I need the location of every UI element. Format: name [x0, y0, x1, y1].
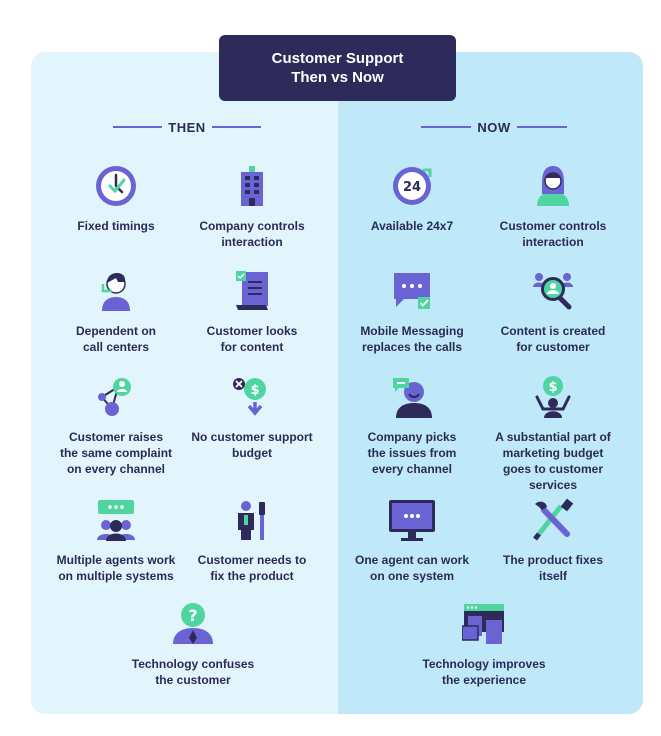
then-item-same-complaint: Customer raises the same complaint on ev… — [41, 375, 191, 477]
call-agent-icon — [101, 273, 130, 311]
item-label: The product fixes itself — [502, 553, 603, 583]
now-item-company-picks: Company picks the issues from every chan… — [337, 375, 487, 477]
svg-text:24: 24 — [403, 180, 421, 195]
chat-bubble-icon — [394, 273, 430, 309]
title-box: Customer Support Then vs Now — [219, 35, 456, 101]
then-item-no-budget: $ No customer support budget — [177, 375, 327, 461]
then-item-call-centers: Dependent on call centers — [41, 269, 191, 355]
now-item-mobile-messaging: Mobile Messaging replaces the calls — [337, 269, 487, 355]
item-label: Customer needs to fix the product — [197, 553, 307, 583]
title-line-2: Then vs Now — [291, 69, 384, 86]
divider-line — [421, 126, 472, 128]
item-label: A substantial part of marketing budget g… — [495, 430, 611, 492]
then-heading: THEN — [107, 118, 267, 136]
person-tool-icon — [238, 501, 265, 540]
clock-icon — [96, 166, 136, 206]
divider-line — [211, 126, 261, 128]
monitor-icon — [389, 500, 435, 541]
now-panel — [338, 52, 643, 714]
now-heading: NOW — [414, 118, 574, 136]
now-item-product-fixes: The product fixes itself — [478, 498, 628, 584]
item-label: No customer support budget — [191, 430, 313, 460]
item-label: Customer raises the same complaint on ev… — [59, 430, 173, 476]
wrench-screwdriver-icon — [533, 498, 574, 541]
question-person-icon: ? — [173, 603, 213, 644]
item-label: Fixed timings — [77, 219, 155, 233]
then-item-fix-product: Customer needs to fix the product — [177, 498, 327, 584]
then-item-company-controls: Company controls interaction — [177, 164, 327, 250]
search-people-icon — [533, 273, 573, 310]
svg-text:?: ? — [188, 606, 197, 625]
document-scroll-icon — [236, 271, 268, 310]
svg-text:$: $ — [548, 380, 557, 395]
clock-24-icon: 24 — [393, 167, 432, 205]
item-label: Customer controls interaction — [499, 219, 607, 249]
divider-line — [113, 126, 163, 128]
item-label: Technology improves the experience — [422, 657, 546, 687]
now-item-content-created: Content is created for customer — [478, 269, 628, 355]
item-label: Company picks the issues from every chan… — [367, 430, 457, 476]
now-item-marketing-budget: $ A substantial part of marketing budget… — [478, 375, 628, 493]
then-item-fixed-timings: Fixed timings — [41, 164, 191, 234]
item-label: Content is created for customer — [500, 324, 606, 354]
then-heading-label: THEN — [168, 119, 206, 135]
now-item-customer-controls: Customer controls interaction — [478, 164, 628, 250]
svg-text:$: $ — [250, 383, 259, 398]
item-label: Available 24x7 — [370, 219, 454, 233]
item-label: Multiple agents work on multiple systems — [56, 553, 176, 583]
divider-line — [516, 126, 567, 128]
now-item-tech-improves: Technology improves the experience — [409, 602, 559, 688]
agent-chat-icon — [393, 378, 432, 418]
title-line-1: Customer Support — [271, 50, 404, 67]
no-money-icon: $ — [233, 378, 266, 416]
item-label: One agent can work on one system — [354, 553, 470, 583]
then-panel — [31, 52, 338, 714]
now-item-one-agent: One agent can work on one system — [337, 498, 487, 584]
item-label: Dependent on call centers — [76, 324, 156, 354]
network-user-icon — [98, 378, 131, 416]
then-item-multiple-agents: Multiple agents work on multiple systems — [41, 498, 191, 584]
item-label: Mobile Messaging replaces the calls — [360, 324, 464, 354]
now-item-available: 24 Available 24x7 — [337, 164, 487, 234]
money-raise-icon: $ — [535, 376, 571, 418]
item-label: Company controls interaction — [199, 219, 305, 249]
browser-windows-icon — [462, 604, 504, 644]
building-icon — [241, 166, 263, 206]
then-item-customer-looks: Customer looks for content — [177, 269, 327, 355]
item-label: Customer looks for content — [206, 324, 298, 354]
agents-team-icon — [97, 500, 135, 541]
item-label: Technology confuses the customer — [131, 657, 255, 687]
then-item-tech-confuses: ? Technology confuses the customer — [118, 602, 268, 688]
now-heading-label: NOW — [477, 119, 511, 135]
customer-avatar-icon — [537, 166, 569, 206]
